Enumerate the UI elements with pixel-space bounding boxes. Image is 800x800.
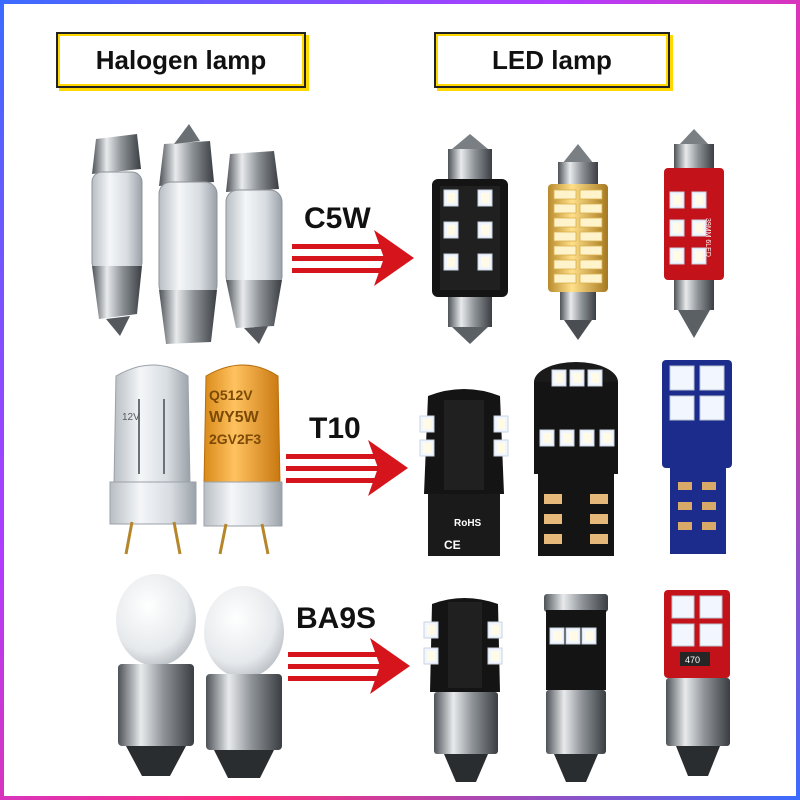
ce-marking: CE [444, 538, 461, 552]
t10-label: T10 [309, 412, 361, 445]
ba9s-led-bulb-canbus [544, 594, 608, 782]
t10-arrow [286, 440, 408, 496]
ba9s-label: BA9S [296, 602, 377, 635]
ba9s-arrow [288, 638, 410, 694]
clear-bulb-marking: 12V [122, 412, 140, 423]
ba9s-led-bulb-black [423, 598, 503, 782]
t10-led-bulb-canbus [534, 362, 618, 556]
c5w-label: C5W [304, 202, 371, 235]
resistor-marking: 470 [685, 655, 700, 665]
led-lamp-header: LED lamp [434, 32, 670, 88]
halogen-lamp-header: Halogen lamp [56, 32, 306, 88]
festoon-marking: 39MM 6LED [704, 218, 711, 257]
t10-halogen-clear-bulb [109, 364, 197, 555]
ba9s-led-bulb-red: 470 [664, 590, 730, 776]
ba9s-halogen-bulbs [116, 574, 284, 778]
amber-marking-1: Q512V [209, 387, 253, 403]
bulb-illustrations: RoHS CE [91, 124, 732, 782]
t10-led-bulb-black: RoHS CE [419, 389, 509, 556]
c5w-led-bulb-gold [548, 144, 608, 340]
amber-marking-2: WY5W [209, 409, 260, 426]
rohs-marking: RoHS [454, 518, 482, 529]
amber-marking-3: 2GV2F3 [209, 431, 261, 447]
c5w-led-bulb-red [664, 129, 724, 338]
t10-led-bulb-blue [662, 360, 732, 554]
t10-halogen-amber-bulb [203, 364, 283, 555]
c5w-led-bulb-black [432, 134, 508, 344]
c5w-arrow [292, 230, 414, 286]
c5w-halogen-bulbs [91, 124, 283, 344]
